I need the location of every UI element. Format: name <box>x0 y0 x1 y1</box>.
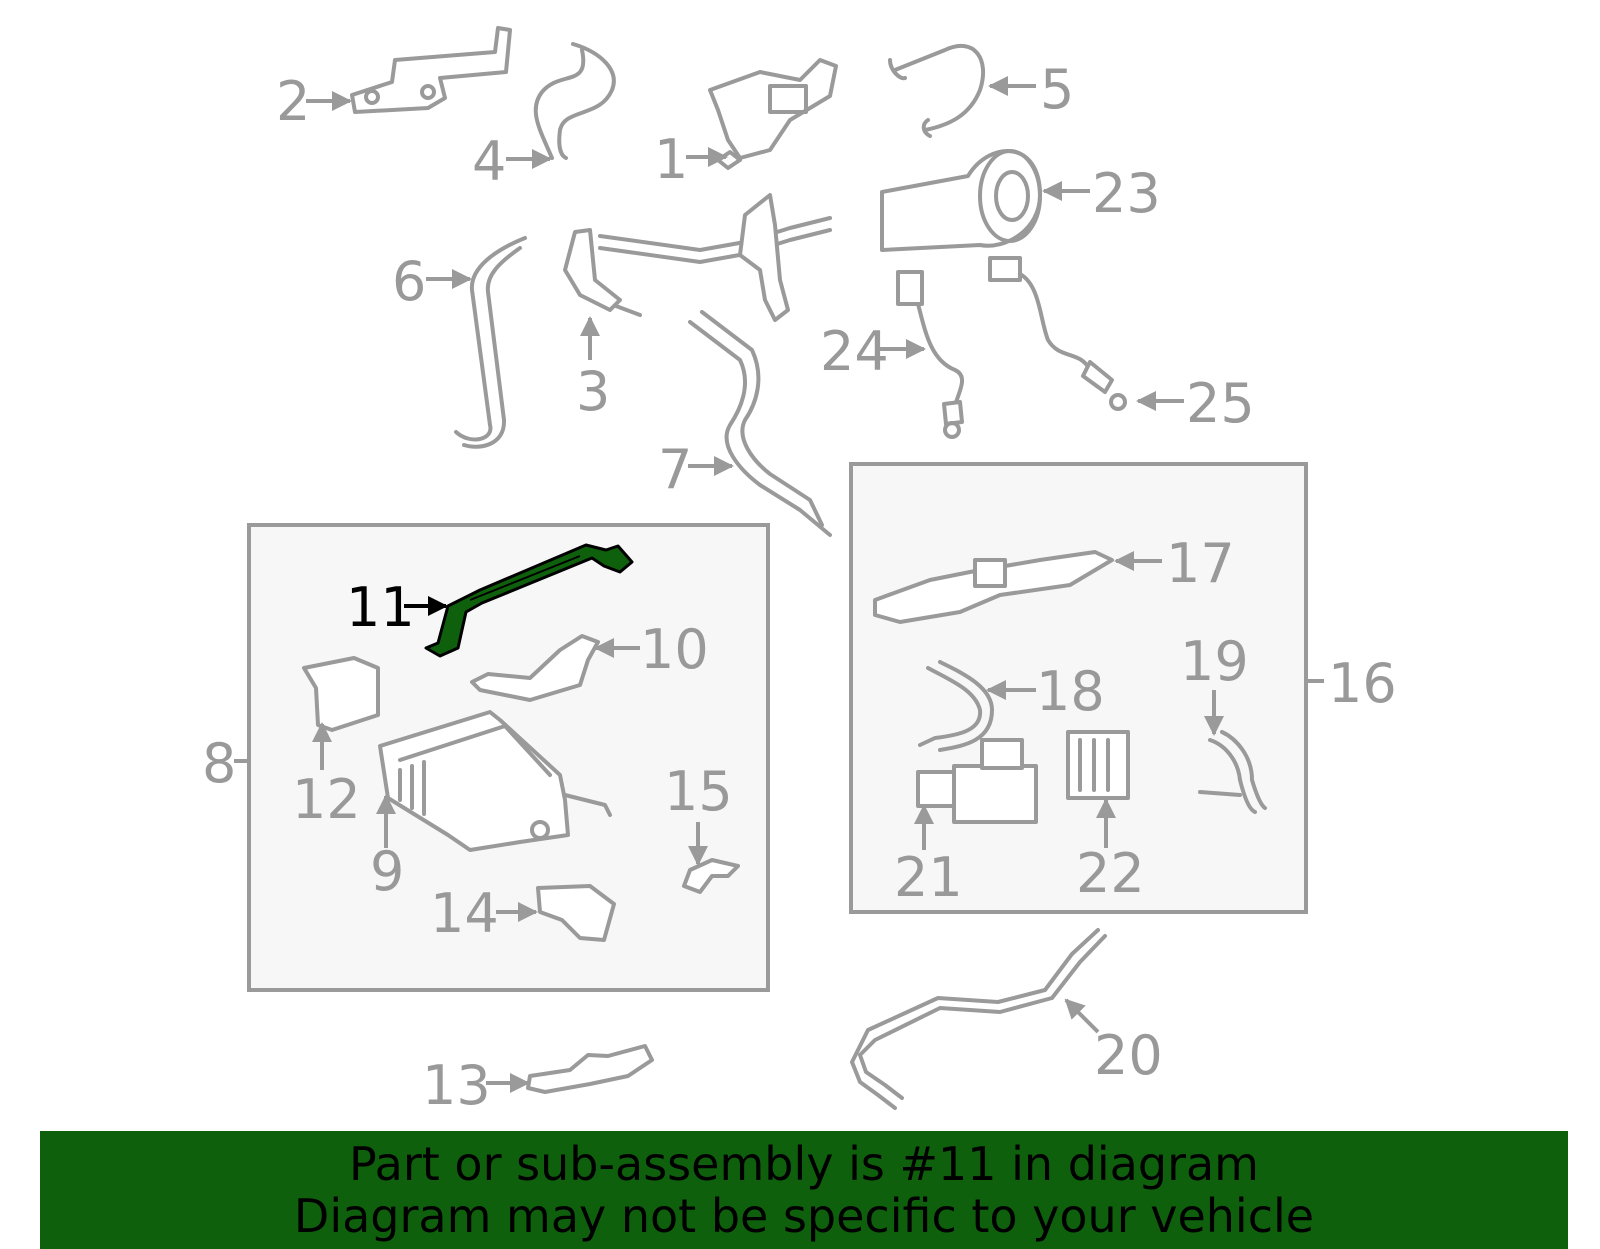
callout-8: 8 <box>202 732 236 795</box>
part-23-air-duct <box>880 149 1042 252</box>
group-box-16 <box>849 462 1308 914</box>
callout-15: 15 <box>664 760 733 823</box>
part-18-hose <box>918 660 994 752</box>
callout-6: 6 <box>392 250 426 313</box>
part-25-oxygen-sensor <box>988 256 1127 411</box>
callout-14: 14 <box>430 882 499 945</box>
part-17-bracket <box>873 550 1114 624</box>
callout-9: 9 <box>370 840 404 903</box>
part-12-clip <box>302 656 380 732</box>
callout-10: 10 <box>640 618 709 681</box>
info-banner: Part or sub-assembly is #11 in diagram D… <box>40 1131 1568 1249</box>
part-13-bracket <box>526 1044 654 1094</box>
part-14-hose <box>536 884 616 942</box>
part-20-pipe <box>850 928 1107 1110</box>
callout-24: 24 <box>820 320 889 383</box>
callout-13: 13 <box>422 1054 491 1117</box>
callout-12: 12 <box>292 768 361 831</box>
callout-2: 2 <box>276 70 310 133</box>
part-15-clip <box>682 858 740 894</box>
callout-21: 21 <box>894 846 963 909</box>
callout-4: 4 <box>472 130 506 193</box>
callout-20: 20 <box>1094 1024 1163 1087</box>
leader-20 <box>1064 998 1100 1034</box>
callout-5: 5 <box>1040 58 1074 121</box>
callout-25: 25 <box>1186 372 1255 435</box>
part-21-valve <box>916 738 1038 824</box>
part-7-hose <box>688 310 832 537</box>
part-24-oxygen-sensor <box>896 270 965 439</box>
callout-22: 22 <box>1076 842 1145 905</box>
part-6-hose <box>454 236 527 449</box>
part-9-charcoal-canister <box>378 710 612 852</box>
callout-18: 18 <box>1036 660 1105 723</box>
callout-16: 16 <box>1328 652 1397 715</box>
callout-17: 17 <box>1166 532 1235 595</box>
part-11-bracket-highlighted <box>424 543 634 658</box>
banner-line-part-number: Part or sub-assembly is #11 in diagram <box>349 1137 1259 1191</box>
callout-23: 23 <box>1092 162 1161 225</box>
part-2-bracket <box>350 26 512 114</box>
part-22-filter <box>1066 730 1130 800</box>
callout-7: 7 <box>658 438 692 501</box>
part-4-hose <box>533 42 616 160</box>
part-3-pipe-assembly <box>563 193 832 322</box>
callout-11: 11 <box>346 576 415 639</box>
part-19-hose <box>1198 730 1267 814</box>
part-1-vsv-valve <box>708 58 838 170</box>
callout-19: 19 <box>1180 630 1249 693</box>
banner-line-disclaimer: Diagram may not be specific to your vehi… <box>293 1189 1315 1243</box>
part-5-hose <box>888 43 986 138</box>
callout-1: 1 <box>654 128 688 191</box>
callout-3: 3 <box>576 360 610 423</box>
